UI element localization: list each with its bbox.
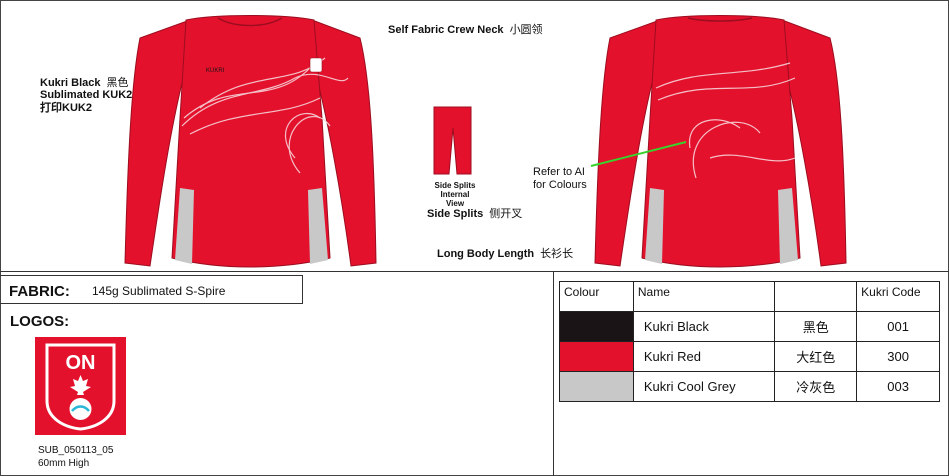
table-row: Kukri Red 大红色 300 <box>559 341 940 372</box>
swatch-black <box>559 311 634 342</box>
side-split-detail-caption: Side Splits Internal View <box>434 181 476 208</box>
swimmer-icon <box>71 405 90 412</box>
header-colour: Colour <box>559 281 634 312</box>
header-name: Name <box>632 281 776 312</box>
colour-code: 003 <box>856 371 940 402</box>
fabric-box: FABRIC: 145g Sublimated S-Spire <box>0 275 303 304</box>
on-logo: ON <box>35 337 126 435</box>
colour-code: 300 <box>856 341 940 372</box>
maple-leaf-icon <box>70 375 91 395</box>
fabric-label: FABRIC: <box>9 283 70 300</box>
colour-name: Kukri Cool Grey <box>632 371 776 402</box>
garment-back-view <box>590 8 850 270</box>
callout-line <box>590 141 687 167</box>
colour-name-cn: 冷灰色 <box>774 371 858 402</box>
logo-caption: SUB_050113_05 60mm High <box>38 445 114 469</box>
colour-table: Colour Name Kukri Code Kukri Black 黑色 00… <box>559 281 940 402</box>
sublimated-note: Sublimated KUK2 <box>40 89 133 101</box>
swatch-grey <box>559 371 634 402</box>
print-note: 打印KUK2 <box>40 102 92 114</box>
logo-text: ON <box>66 352 96 374</box>
table-row: Kukri Cool Grey 冷灰色 003 <box>559 371 940 402</box>
colour-code: 001 <box>856 311 940 342</box>
colour-name-cn: 大红色 <box>774 341 858 372</box>
colour-name-cn: 黑色 <box>774 311 858 342</box>
garment-brand-text: KUKRI <box>206 68 225 74</box>
side-split-detail <box>433 106 473 176</box>
header-blank <box>774 281 858 312</box>
refer-colours-note: Refer to AI for Colours <box>533 166 587 191</box>
table-divider <box>553 271 554 476</box>
colour-name: Kukri Red <box>632 341 776 372</box>
table-header-row: Colour Name Kukri Code <box>559 281 940 312</box>
swatch-red <box>559 341 634 372</box>
crest-logo <box>309 57 323 73</box>
header-code: Kukri Code <box>856 281 940 312</box>
colour-name: Kukri Black <box>632 311 776 342</box>
logos-label: LOGOS: <box>10 313 70 330</box>
section-divider <box>0 271 949 272</box>
fabric-value: 145g Sublimated S-Spire <box>92 284 226 298</box>
table-row: Kukri Black 黑色 001 <box>559 311 940 342</box>
garment-front-view: KUKRI <box>120 8 380 270</box>
